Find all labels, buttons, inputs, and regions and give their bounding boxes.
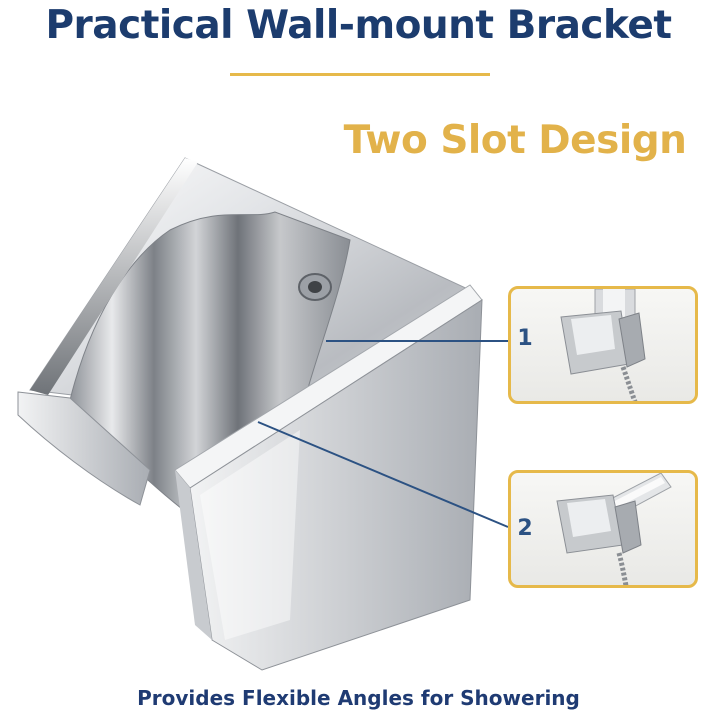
slot-1-detail-photo	[508, 286, 698, 404]
title-divider	[230, 73, 490, 76]
bracket-slot-1-icon	[560, 289, 646, 401]
callout-label-1: 1	[517, 326, 533, 351]
page-title: Practical Wall-mount Bracket	[45, 3, 672, 48]
slot-2-detail-photo	[508, 470, 698, 588]
bracket-slot-2-icon	[556, 473, 672, 585]
footer-tagline: Provides Flexible Angles for Showering	[137, 686, 580, 710]
callout-label-2: 2	[517, 516, 533, 541]
feature-subtitle: Two Slot Design	[343, 118, 687, 163]
